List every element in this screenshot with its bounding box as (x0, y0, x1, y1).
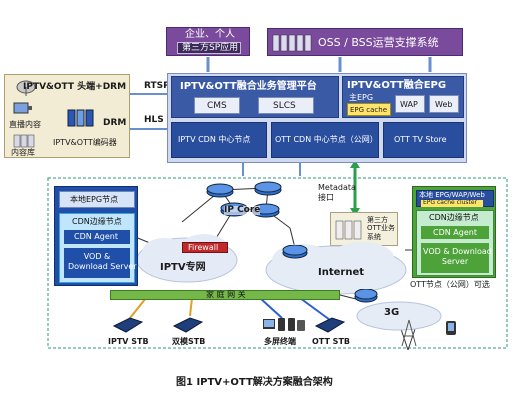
local-cdn-edge: CDN边缘节点 CDN Agent VOD & Download Server (59, 213, 137, 283)
iptv-private-net-label: IPTV专网 (160, 262, 206, 273)
ott-cdn-edge: CDN边缘节点 CDN Agent VOD & Download Server (416, 210, 494, 276)
ott-cdn-agent-label: CDN Agent (433, 228, 477, 237)
local-cdn-agent: CDN Agent (64, 230, 130, 244)
mobile-router-icon (354, 288, 378, 303)
iptv-cdn-center: IPTV CDN 中心节点 (171, 122, 267, 158)
third-party-sp-label: 第三方SP应用 (182, 43, 239, 53)
satellite-dish-icon (15, 79, 37, 97)
ott-tv-store: OTT TV Store (383, 122, 464, 158)
content-library-label: 内容库 (11, 148, 35, 157)
headend-title: IPTV&OTT 头端+DRM (23, 82, 127, 92)
live-content-label: 直播内容 (9, 120, 41, 129)
mgmt-platform-box: IPTV&OTT融合业务管理平台 CMS SLCS (171, 76, 339, 118)
dual-stb-label: 双模STB (172, 337, 206, 346)
slcs-label: SLCS (273, 101, 296, 111)
epg-cache-label: EPG cache (350, 106, 388, 114)
internet-cloud (262, 236, 410, 298)
internet-router-icon (282, 244, 308, 259)
local-vod-label: VOD & Download Server (68, 252, 137, 271)
third-party-ott-box: 第三方 OTT业务 系统 (330, 212, 398, 246)
enterprise-box: 企业、个人 第三方SP应用 (166, 27, 250, 56)
main-epg-label: 主EPG (349, 93, 374, 102)
figure-caption: 图1 IPTV+OTT解决方案融合架构 (176, 377, 333, 388)
multi-screen-label: 多屏终端 (264, 337, 296, 346)
cms-label: CMS (207, 101, 227, 111)
epg-platform-title: IPTV&OTT融合EPG (347, 80, 447, 91)
iptv-private-net-cloud (134, 230, 240, 286)
firewall-label: Firewall (188, 243, 219, 252)
ott-cdn-center-label: OTT CDN 中心节点（公网） (275, 135, 378, 144)
third-party-sp-box: 第三方SP应用 (177, 42, 241, 54)
ott-epg-cache-cluster-label: EPG cache cluster (423, 199, 478, 206)
drm-label: DRM (103, 118, 127, 128)
oss-bss-label: OSS / BSS运营支撑系统 (318, 36, 439, 49)
web-label: Web (435, 100, 453, 109)
ip-core-label: IP Core (224, 205, 261, 215)
ott-epg-header: 本地 EPG/WAP/Web EPG cache cluster (416, 190, 494, 207)
mobile-3g-label: 3G (384, 307, 400, 318)
iptv-stb-label: IPTV STB (108, 337, 149, 346)
ott-stb-label: OTT STB (312, 337, 350, 346)
dual-stb-icon (172, 316, 204, 334)
local-epg-label: 本地EPG节点 (70, 195, 119, 204)
ott-epg-header-label: 本地 EPG/WAP/Web (419, 191, 485, 199)
ott-vod-label: VOD & Download Server (423, 247, 492, 266)
live-content-icon (13, 101, 33, 117)
ott-cdn-center: OTT CDN 中心节点（公网） (271, 122, 379, 158)
firewall-box: Firewall (182, 242, 228, 253)
multi-screen-icon (262, 316, 306, 334)
core-router-icon (254, 181, 282, 196)
internet-label: Internet (318, 267, 365, 278)
cell-tower-icon (400, 318, 418, 348)
mobile-3g-cloud (354, 298, 444, 332)
local-cdn-edge-label: CDN边缘节点 (72, 217, 122, 226)
ott-cdn-agent: CDN Agent (421, 226, 489, 239)
core-router-icon (206, 183, 234, 198)
oss-bss-box: OSS / BSS运营支撑系统 (267, 28, 463, 56)
home-gateway-bar: 家 庭 网 关 (110, 290, 340, 300)
home-gateway-label: 家 庭 网 关 (206, 290, 246, 299)
ott-epg-cache-cluster: EPG cache cluster (421, 200, 483, 207)
headend-box: IPTV&OTT 头端+DRM 直播内容 内容库 DRM IPTV&OTT编码器 (4, 74, 130, 158)
enterprise-label: 企业、个人 (185, 29, 235, 40)
iptv-cdn-center-label: IPTV CDN 中心节点 (178, 135, 251, 144)
wap-label: WAP (400, 100, 418, 109)
cms-module: CMS (194, 97, 240, 114)
local-cdn-agent-label: CDN Agent (74, 232, 118, 241)
content-library-icon (13, 133, 35, 148)
web-module: Web (429, 95, 459, 113)
ott-vod-server: VOD & Download Server (421, 243, 492, 273)
ott-node-box: 本地 EPG/WAP/Web EPG cache cluster CDN边缘节点… (412, 186, 496, 278)
ott-stb-icon (314, 316, 346, 334)
mobile-phone-icon (444, 320, 458, 336)
local-node-box: 本地EPG节点 CDN边缘节点 CDN Agent VOD & Download… (54, 186, 138, 286)
drm-server-icon (67, 109, 97, 127)
ott-cdn-edge-label: CDN边缘节点 (429, 213, 479, 222)
epg-cache-module: EPG cache (347, 103, 391, 116)
ott-node-caption: OTT节点（公网）可选 (410, 280, 490, 289)
slcs-module: SLCS (258, 97, 314, 114)
metadata-interface-label: Metadata 接口 (318, 183, 356, 202)
ott-tv-store-label: OTT TV Store (394, 135, 447, 144)
local-epg-node: 本地EPG节点 (59, 191, 135, 208)
hls-label: HLS (144, 115, 164, 125)
epg-platform-box: IPTV&OTT融合EPG 主EPG EPG cache WAP Web (342, 76, 464, 118)
third-party-ott-label: 第三方 OTT业务 系统 (367, 216, 395, 241)
mgmt-platform-title: IPTV&OTT融合业务管理平台 (180, 81, 317, 92)
wap-module: WAP (395, 95, 425, 113)
iptv-stb-icon (112, 316, 144, 334)
server-rack-icon (272, 33, 314, 53)
server-icon (335, 219, 363, 241)
encoder-label: IPTV&OTT编码器 (53, 138, 117, 147)
rtsp-label: RTSP (144, 81, 170, 91)
local-vod-server: VOD & Download Server (64, 248, 137, 278)
